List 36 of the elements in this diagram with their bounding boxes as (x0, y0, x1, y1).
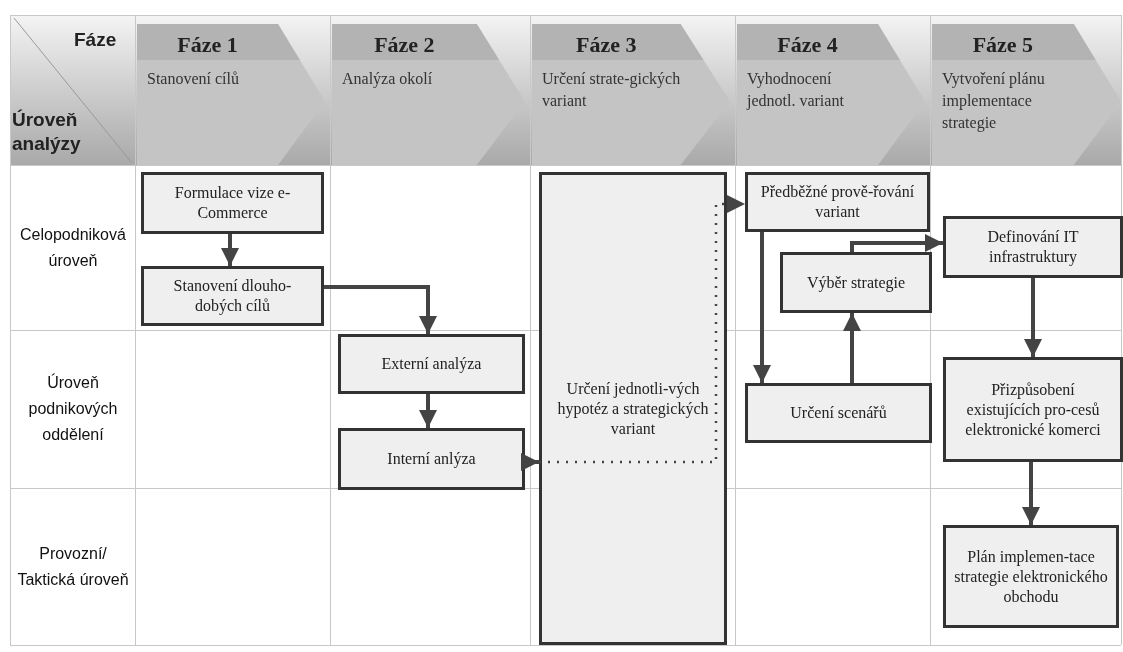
dotted-arrow (539, 195, 745, 464)
arrow (419, 394, 437, 428)
process-box: Externí analýza (338, 334, 525, 394)
arrow (850, 234, 943, 252)
column-axis-label: Fáze (74, 28, 117, 52)
process-box: Výběr strategie (780, 252, 932, 313)
phase-title: Fáze 5 (971, 31, 1035, 59)
process-box: Určení scenářů (745, 383, 932, 443)
level-label: Celopodniková úroveň (19, 224, 127, 271)
arrow (1022, 462, 1040, 525)
process-box: Stanovení dlouho-dobých cílů (141, 266, 324, 326)
process-box: Přizpůsobení existujících pro-cesů elektronické komerci (943, 357, 1123, 462)
phase-description: Určení strate-gických variant (542, 69, 682, 111)
process-box: Určení jednotli-vých hypotéz a strategických variant (539, 172, 727, 645)
arrow (324, 285, 437, 334)
phase-title: Fáze 2 (373, 31, 436, 59)
arrow (843, 313, 861, 383)
level-label: Provozní/ Taktická úroveň (16, 543, 130, 590)
phase-title: Fáze 4 (776, 31, 839, 59)
process-box: Plán implemen-tace strategie elektronického obchodu (943, 525, 1119, 628)
phase-description: Vytvoření plánu implementace strategie (942, 69, 1046, 134)
row-axis-label: Úroveň analýzy (12, 108, 82, 156)
phase-title: Fáze 3 (575, 31, 638, 59)
process-box: Předběžné prově-řování variant (745, 172, 930, 232)
level-label: Úroveň podnikových oddělení (27, 372, 119, 445)
process-box: Definování IT infrastruktury (943, 216, 1123, 278)
phase-description: Analýza okolí (342, 69, 434, 90)
phase-description: Stanovení cílů (147, 69, 240, 89)
arrow (1024, 278, 1042, 357)
arrow (221, 234, 239, 266)
phase-description: Vyhodnocení jednotl. variant (747, 69, 845, 112)
arrow (521, 453, 539, 471)
arrow (753, 232, 771, 383)
process-box: Formulace vize e-Commerce (141, 172, 324, 234)
process-box: Interní anlýza (338, 428, 525, 490)
phase-title: Fáze 1 (176, 31, 239, 59)
